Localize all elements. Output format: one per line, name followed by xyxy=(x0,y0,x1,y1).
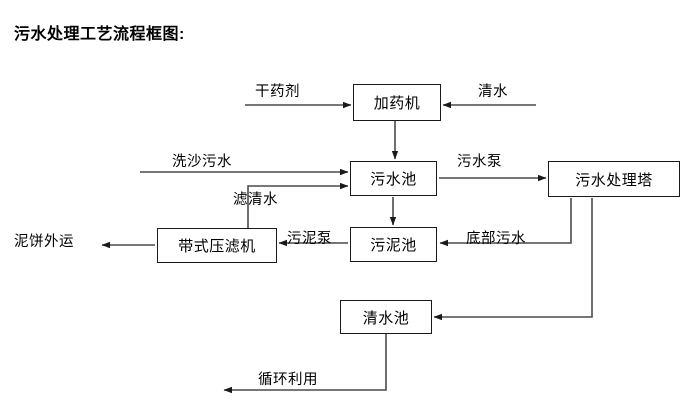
node-label: 清水池 xyxy=(362,309,410,327)
node-label: 加药机 xyxy=(373,95,421,112)
page-title: 污水处理工艺流程框图: xyxy=(14,26,185,43)
node-sewage-pool[interactable]: 污水池 xyxy=(350,161,437,196)
edge-label-bottom-water: 底部污水 xyxy=(466,231,526,247)
edge-label-fresh-water: 清水 xyxy=(478,84,508,100)
edge-label-wash-sand: 洗沙污水 xyxy=(172,154,232,170)
node-label: 污泥池 xyxy=(370,237,417,254)
edge-label-sludge-pump: 污泥泵 xyxy=(287,231,332,247)
node-dosing-machine[interactable]: 加药机 xyxy=(353,84,441,121)
edge-label-dry-agent: 干药剂 xyxy=(255,84,300,100)
node-label: 污水处理塔 xyxy=(575,171,653,189)
edge-label-mud-cake: 泥饼外运 xyxy=(14,234,74,250)
node-sludge-pool[interactable]: 污泥池 xyxy=(350,227,437,262)
node-belt-filter-press[interactable]: 带式压滤机 xyxy=(157,228,277,263)
edge-label-recycle: 循环利用 xyxy=(258,372,318,388)
node-label: 污水池 xyxy=(370,171,417,188)
node-sewage-treatment-tower[interactable]: 污水处理塔 xyxy=(548,161,680,197)
node-clean-water-pool[interactable]: 清水池 xyxy=(340,300,432,334)
edge-label-sewage-pump: 污水泵 xyxy=(457,154,502,170)
edge-tower-to-clean xyxy=(433,198,593,321)
edge-label-filtrate: 滤清水 xyxy=(233,192,278,208)
node-label: 带式压滤机 xyxy=(178,238,256,255)
